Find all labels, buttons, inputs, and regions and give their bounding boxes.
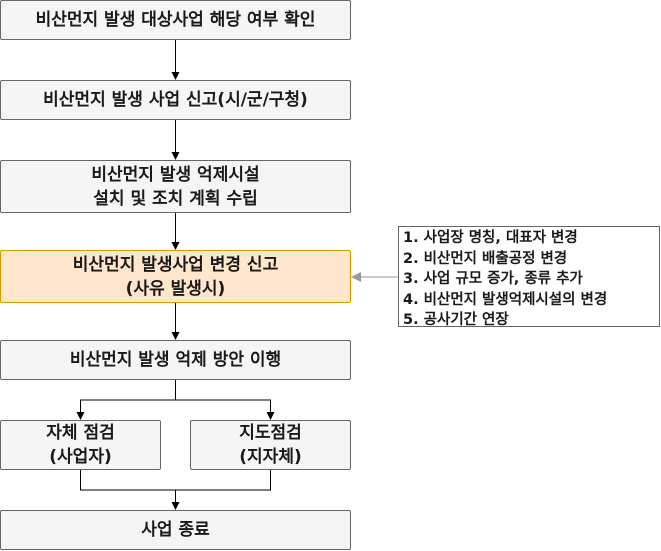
node-plan-text-line-1: 비산먼지 발생 억제시설 <box>91 164 260 185</box>
change-reason-item: 1. 사업장 명칭, 대표자 변경 <box>403 230 578 246</box>
node-implement-text: 비산먼지 발생 억제 방안 이행 <box>69 350 282 370</box>
node-guidance-check: 지도점검 (지자체) <box>190 420 351 470</box>
node-check-target-text: 비산먼지 발생 대상사업 해당 여부 확인 <box>35 10 316 30</box>
node-self-check: 자체 점검 (사업자) <box>0 420 161 470</box>
arrow-self-check-to-end <box>80 470 180 510</box>
node-guidance-check-text-line-1: 지도점검 <box>239 423 302 443</box>
change-reasons-list: 1. 사업장 명칭, 대표자 변경 2. 비산먼지 배출공정 변경 3. 사업 … <box>398 226 660 328</box>
change-reason-item: 3. 사업 규모 증가, 종류 추가 <box>403 271 583 287</box>
change-reason-item: 2. 비산먼지 배출공정 변경 <box>403 250 568 267</box>
arrow-guidance-check-to-end <box>175 470 271 491</box>
node-plan: 비산먼지 발생 억제시설 설치 및 조치 계획 수립 <box>0 160 351 213</box>
node-self-check-text-line-1: 자체 점검 <box>46 423 115 443</box>
node-guidance-check-text-line-2: (지자체) <box>239 447 302 467</box>
node-end-text: 사업 종료 <box>141 520 210 540</box>
node-check-target: 비산먼지 발생 대상사업 해당 여부 확인 <box>0 0 351 40</box>
node-change-report-text-line-2: (사유 발생시) <box>125 278 226 299</box>
node-implement: 비산먼지 발생 억제 방안 이행 <box>0 340 351 380</box>
node-change-report-text-line-1: 비산먼지 발생사업 변경 신고 <box>72 254 279 275</box>
change-reason-item: 4. 비산먼지 발생억제시설의 변경 <box>403 291 608 308</box>
node-plan-text-line-2: 설치 및 조치 계획 수립 <box>93 188 258 209</box>
node-change-report: 비산먼지 발생사업 변경 신고 (사유 발생시) <box>0 250 351 303</box>
arrow-implement-to-guidance-check <box>175 399 275 420</box>
arrow-implement-to-self-check <box>76 380 176 420</box>
node-report-text: 비산먼지 발생 사업 신고(시/군/구청) <box>43 90 308 110</box>
change-reason-item: 5. 공사기간 연장 <box>403 312 509 328</box>
node-self-check-text-line-2: (사업자) <box>49 447 112 467</box>
node-end: 사업 종료 <box>0 510 351 550</box>
node-report: 비산먼지 발생 사업 신고(시/군/구청) <box>0 80 351 120</box>
